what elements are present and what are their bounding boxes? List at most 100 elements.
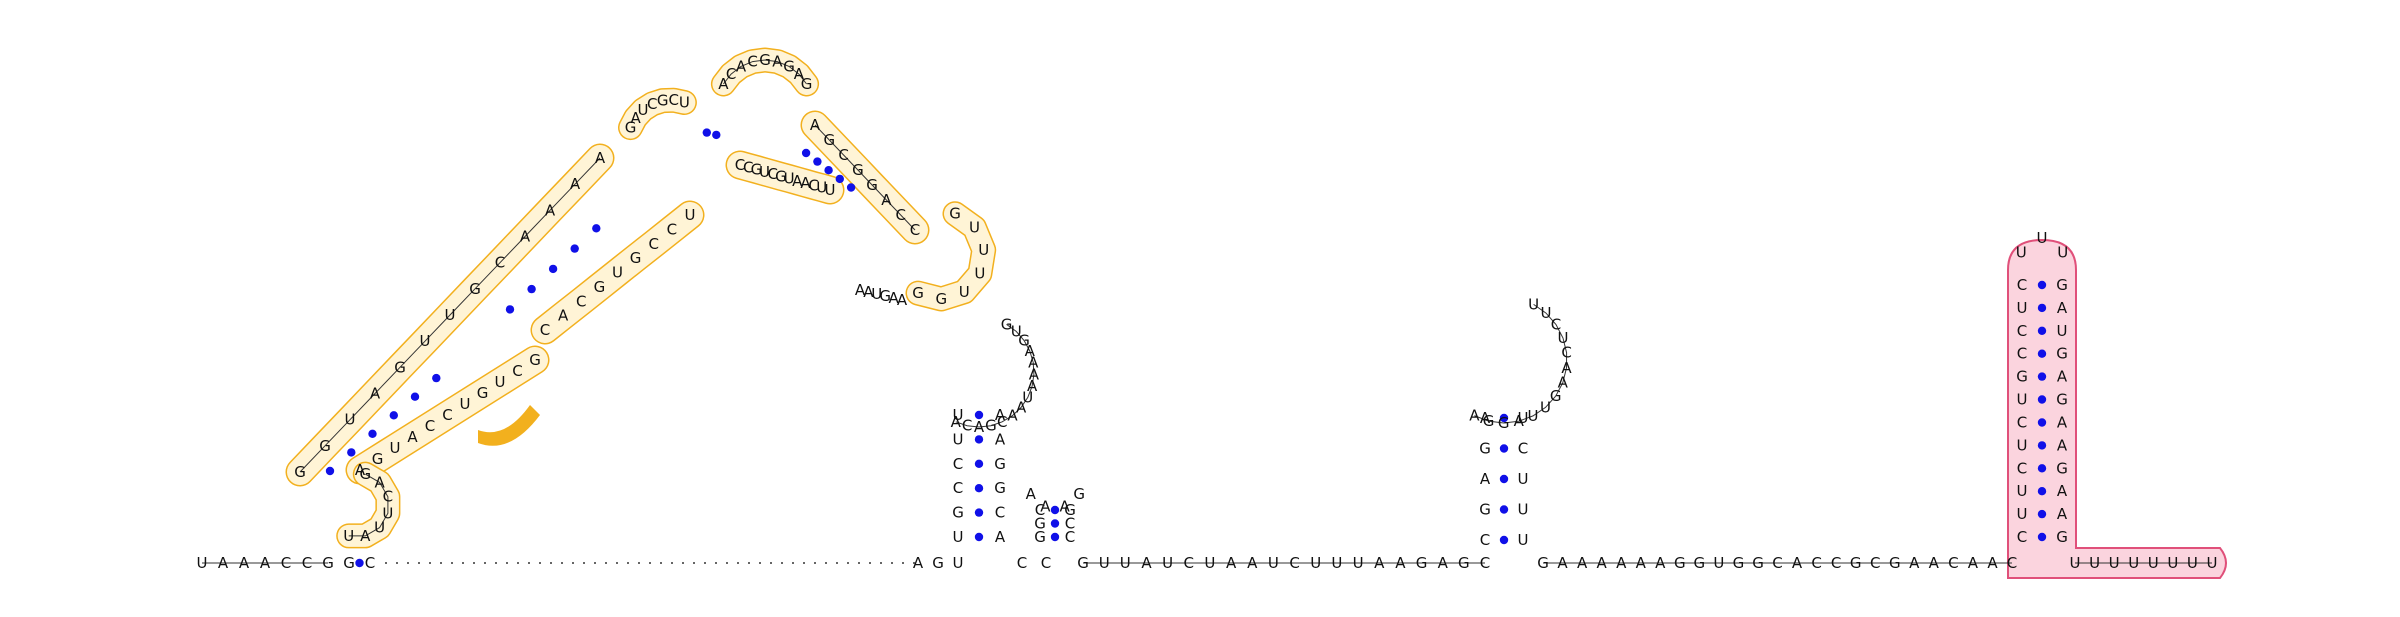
nucleotide-label: U [953, 554, 964, 572]
nucleotide-label: C [1811, 554, 1821, 572]
nucleotide: U [2017, 505, 2028, 523]
nucleotide-label: G [801, 75, 813, 93]
nucleotide-label: A [897, 291, 908, 309]
nucleotide: G [751, 161, 763, 179]
nucleotide-label: A [974, 418, 985, 436]
nucleotide: U [978, 241, 989, 259]
nucleotide: A [1029, 365, 1040, 383]
nucleotide: G [343, 554, 355, 572]
nucleotide-label: U [1518, 470, 1529, 488]
nucleotide: U [953, 554, 964, 572]
nucleotide-label: U [2037, 229, 2048, 247]
nucleotide-label: A [1558, 374, 1569, 392]
nucleotide: U [2070, 554, 2081, 572]
nucleotide-label: C [1948, 554, 1958, 572]
backbone [202, 59, 2212, 564]
nucleotide-label: A [558, 307, 569, 325]
nucleotide-label: G [783, 57, 795, 75]
nucleotide-label: C [512, 362, 522, 380]
domain-fill [347, 347, 548, 483]
nucleotide-label: A [794, 65, 805, 83]
nucleotide: U [2089, 554, 2100, 572]
nucleotide: G [1498, 414, 1510, 432]
arm-right-pair-dot-4 [846, 183, 856, 192]
nucleotide: U [1713, 554, 1724, 572]
nucleotide-label: U [959, 283, 970, 301]
nucleotide-label: G [372, 450, 384, 468]
nucleotide-label: G [1077, 554, 1089, 572]
nucleotide: A [1480, 409, 1491, 427]
nucleotide-label: A [355, 461, 366, 479]
nucleotide-label: A [2057, 505, 2068, 523]
nucleotide-label: A [1636, 554, 1647, 572]
nucleotide-label: U [1713, 554, 1724, 572]
nucleotide-label: G [1733, 554, 1745, 572]
nucleotide: G [912, 284, 924, 302]
nucleotide-label: U [2057, 322, 2068, 340]
arm-right-pair-dot-0 [801, 148, 811, 158]
nucleotide-label: G [1479, 501, 1491, 519]
nucleotide-label: U [638, 101, 649, 119]
nucleotide-label: U [2017, 299, 2028, 317]
stem2-pair-dot-0 [974, 532, 984, 542]
nucleotide-label: C [735, 156, 745, 174]
arm-lower-pair-dot-2 [368, 429, 377, 438]
nucleotide: C [425, 417, 435, 435]
nucleotide-label: U [2016, 244, 2027, 262]
nucleotide-label: U [374, 519, 385, 537]
stem2-pair-dot-2 [974, 484, 984, 493]
nucleotide-label: G [879, 287, 891, 305]
nucleotide-label: G [1479, 440, 1491, 458]
nucleotide: C [1041, 554, 1051, 572]
backbone-top [723, 59, 807, 85]
nucleotide: G [1018, 332, 1030, 350]
nucleotide: A [1909, 554, 1920, 572]
nucleotide: A [800, 174, 811, 192]
nucleotide-label: U [871, 285, 882, 303]
stem5-pair-dot-11 [2037, 280, 2047, 290]
nucleotide: A [792, 172, 803, 190]
nucleotide-label: C [2017, 345, 2027, 363]
nucleotide-label: A [888, 289, 899, 307]
nucleotide: G [469, 280, 481, 298]
nucleotide: C [995, 504, 1005, 522]
nucleotide: U [825, 181, 836, 199]
nucleotide: G [529, 351, 541, 369]
nucleotide-label: G [994, 455, 1006, 473]
nucleotide-label: A [792, 172, 803, 190]
nucleotide: U [1162, 554, 1173, 572]
nucleotide: A [1438, 554, 1449, 572]
nucleotide: A [1577, 554, 1588, 572]
nucleotide-label: G [1693, 554, 1705, 572]
nucleotide: A [218, 554, 229, 572]
nucleotide: A [1141, 554, 1152, 572]
nucleotide-label: U [685, 206, 696, 224]
nucleotide-label: U [816, 179, 827, 197]
nucleotide: U [345, 411, 356, 429]
nucleotide: A [863, 283, 874, 301]
nucleotide: A [951, 413, 962, 431]
stem4-pair-dot-2 [1499, 474, 1509, 484]
nucleotide: G [372, 450, 384, 468]
nucleotide-label: U [1540, 398, 1551, 416]
nucleotide-label: A [2057, 414, 2068, 432]
nucleotide: A [1987, 554, 1998, 572]
nucleotide: A [570, 175, 581, 193]
nucleotide-label: G [594, 278, 606, 296]
nucleotide: C [1289, 554, 1299, 572]
nucleotide-label: G [630, 249, 642, 267]
nucleotide: A [718, 75, 729, 93]
domain-fill [532, 202, 703, 343]
nucleotide: U [1022, 388, 1033, 406]
nucleotide-label: A [1026, 485, 1037, 503]
arm-lower-pair-dot-1 [347, 448, 356, 457]
nucleotide-label: A [1616, 554, 1627, 572]
nucleotide-label: C [1518, 440, 1528, 458]
nucleotide: C [667, 220, 677, 238]
nucleotide-label: U [1541, 304, 1552, 322]
nucleotide: U [685, 206, 696, 224]
nucleotide-label: C [1561, 344, 1571, 362]
nucleotide: G [775, 167, 787, 185]
nucleotide-label: C [1480, 531, 1490, 549]
nucleotide-label: C [2017, 276, 2027, 294]
